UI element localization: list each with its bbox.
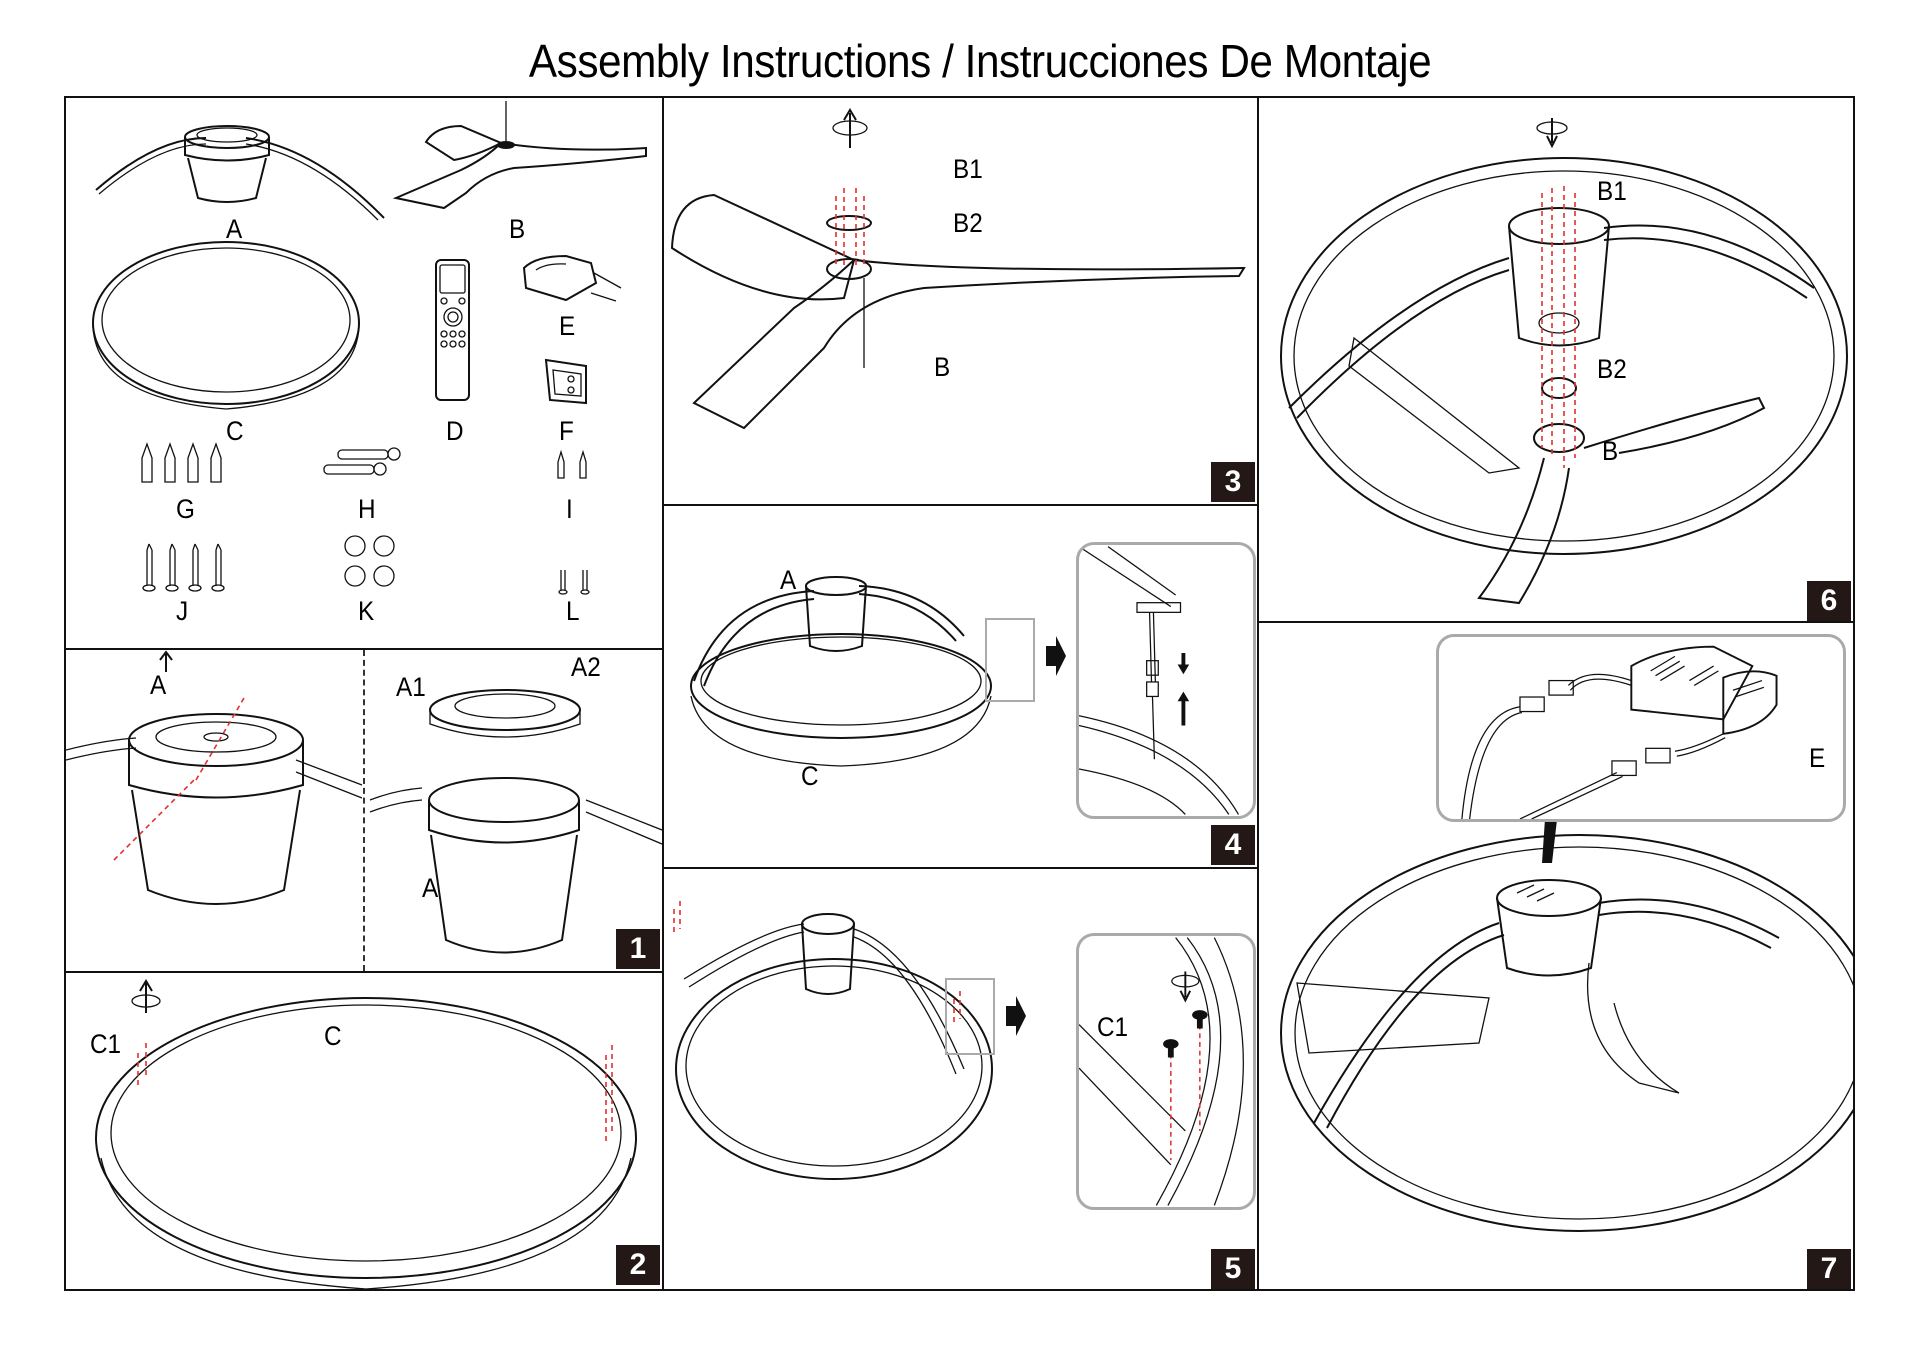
step-5-badge: 5: [1211, 1249, 1255, 1289]
divider: [1257, 98, 1259, 1289]
step-6-illustration: [1280, 118, 1848, 605]
part-label-a: A: [226, 214, 243, 244]
part-e-drawing: [522, 254, 622, 302]
part-b-drawing: [392, 101, 647, 210]
part-label-l: L: [566, 596, 580, 626]
part-d-drawing: [435, 259, 470, 401]
divider: [662, 504, 1257, 506]
part-i-drawing: [557, 449, 587, 479]
part-c-drawing: [92, 241, 360, 410]
part-a-drawing: [95, 125, 385, 221]
step-1-illustration: [66, 650, 662, 954]
step-5-detail-inset: C1: [1076, 933, 1256, 1210]
step-5-illustration: [673, 901, 1026, 1180]
step-3-label-b2: B2: [953, 208, 983, 238]
part-j-drawing: [142, 543, 225, 592]
step-7-label-e: E: [1809, 743, 1826, 773]
step-6-label-b: B: [1602, 436, 1619, 466]
part-label-c: C: [226, 416, 244, 446]
part-label-g: G: [176, 494, 195, 524]
part-h-drawing: [323, 447, 401, 476]
step-6-panel: B1 B2 B 6: [1259, 98, 1853, 621]
step-1-panel: A A1 A2 A 1: [66, 650, 662, 971]
step-2-label-c1: C1: [90, 1029, 122, 1059]
step-4-badge: 4: [1211, 825, 1255, 865]
step-6-label-b2: B2: [1597, 354, 1627, 384]
part-label-j: J: [176, 596, 189, 626]
step-6-label-b1: B1: [1597, 176, 1627, 206]
step-1-label-a2: A2: [571, 652, 601, 682]
step-1-label-a-right: A: [422, 873, 439, 903]
step-4-label-a: A: [780, 565, 797, 595]
step-4-illustration: [690, 576, 1066, 767]
part-label-i: I: [566, 494, 573, 524]
step-1-label-a: A: [150, 670, 167, 700]
step-7-badge: 7: [1807, 1249, 1851, 1289]
instructions-frame: A B C D E F G H I J K L: [64, 96, 1855, 1291]
parts-illustration: [92, 101, 647, 595]
step-3-panel: B1 B2 B 3: [664, 98, 1257, 504]
step-5-panel: C1 5: [664, 869, 1257, 1289]
divider: [662, 98, 664, 1289]
step-5-label-c1: C1: [1097, 1012, 1129, 1042]
step-3-label-b1: B1: [953, 154, 983, 184]
divider: [1257, 621, 1853, 623]
part-f-drawing: [544, 358, 587, 405]
part-k-drawing: [344, 535, 395, 587]
step-1-badge: 1: [616, 929, 660, 969]
step-5-screw-illustration: [1079, 937, 1244, 1206]
step-6-badge: 6: [1807, 581, 1851, 621]
step-7-receiver-illustration: [1461, 645, 1778, 819]
divider: [66, 648, 662, 650]
part-label-f: F: [559, 416, 574, 446]
step-1-label-a1: A1: [396, 672, 426, 702]
step-3-badge: 3: [1211, 462, 1255, 502]
step-2-panel: C1 C 2: [66, 973, 662, 1289]
step-2-label-c: C: [324, 1021, 342, 1051]
step-4-connector-illustration: [1079, 546, 1240, 815]
part-g-drawing: [141, 442, 222, 483]
divider: [66, 971, 662, 973]
step-2-badge: 2: [616, 1245, 660, 1285]
step-3-label-b: B: [934, 352, 951, 382]
step-4-panel: A C 4: [664, 506, 1257, 867]
divider: [662, 867, 1257, 869]
step-7-detail-inset: E: [1436, 634, 1846, 822]
step-7-panel: E 7: [1259, 623, 1853, 1289]
page-title: Assembly Instructions / Instrucciones De…: [528, 35, 1432, 87]
step-3-illustration: [670, 108, 1246, 430]
step-1-divider: [363, 650, 365, 971]
step-4-detail-inset: [1076, 542, 1256, 819]
part-l-drawing: [558, 570, 590, 595]
part-label-k: K: [358, 596, 375, 626]
step-2-illustration: [95, 979, 637, 1289]
part-label-b: B: [509, 214, 526, 244]
step-4-label-c: C: [801, 761, 819, 791]
part-label-e: E: [559, 311, 576, 341]
part-label-d: D: [446, 416, 464, 446]
parts-panel: A B C D E F G H I J K L: [66, 98, 662, 648]
part-label-h: H: [358, 494, 376, 524]
